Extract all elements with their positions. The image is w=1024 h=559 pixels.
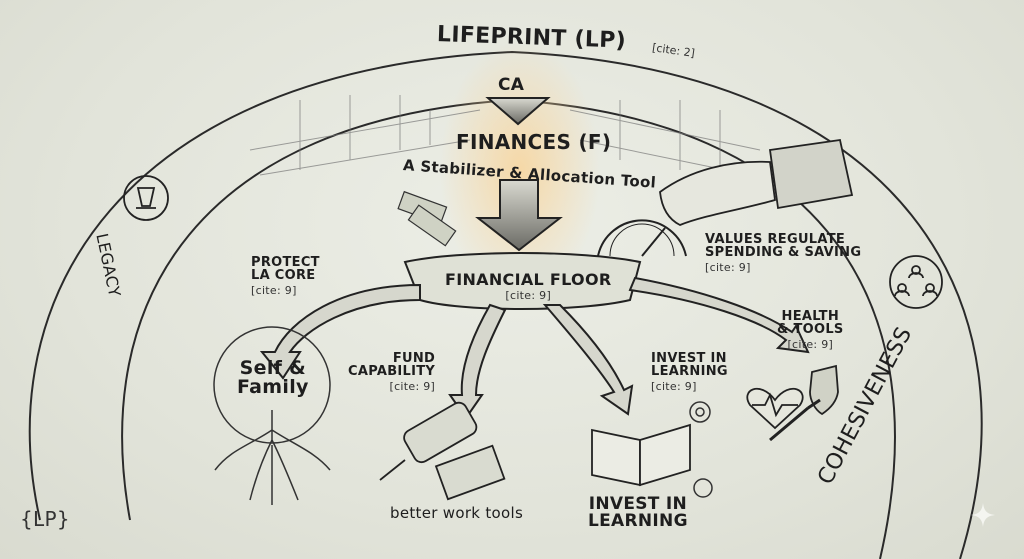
finance-down-arrow [475,179,563,252]
target-line1: INVEST IN [588,494,688,514]
target-line1: Self & [239,357,307,379]
branch-fund-capability: FUND CAPABILITY [cite: 9] [348,352,435,392]
arrow-invest-learning [542,304,634,416]
branch-label-line2: LA CORE [251,268,316,284]
arrow-health-tools [628,276,810,354]
branch-label-line1: PROTECT [251,255,320,270]
branch-health-tools: HEALTH & TOOLS [cite: 9] [777,310,844,350]
screwdriver-icon [769,398,821,442]
trophy-icon [123,175,169,221]
gauge-icon [597,219,687,257]
hand-icon [659,138,854,226]
source-label: CA [498,75,525,95]
branch-protect-core: PROTECT LA CORE [cite: 9] [251,256,320,296]
gear-icon [689,401,713,498]
people-network-icon [889,255,943,309]
branch-label-line1: HEALTH [781,309,840,324]
values-line2: SPENDING & SAVING [705,245,862,261]
self-family-label: Self & Family [237,357,309,399]
floor-cite: [cite: 9] [505,289,552,303]
floor-title: FINANCIAL FLOOR [445,270,612,289]
invest-learning-target: INVEST IN LEARNING [588,494,688,532]
drill-icon [379,401,506,501]
center-glow [440,40,600,300]
branch-label-line2: & TOOLS [777,322,844,338]
branch-cite: [cite: 9] [651,379,697,393]
money-icon [397,190,457,247]
target-line2: Family [237,376,309,399]
financial-floor-label: FINANCIAL FLOOR [cite: 9] [445,270,612,303]
branch-label-line2: CAPABILITY [348,364,436,380]
values-note: VALUES REGULATE SPENDING & SAVING [cite:… [705,233,861,273]
better-work-tools-label: better work tools [390,504,524,522]
book-icon [591,423,691,487]
branch-label-line2: LEARNING [651,364,728,380]
sparkle-icon [971,503,995,527]
roots-tree-icon [213,326,331,505]
branch-cite: [cite: 9] [389,379,436,393]
branch-label-line1: INVEST IN [651,351,727,366]
arrow-fund-capability [448,303,507,420]
lp-logo: {LP} [20,507,70,531]
branch-label-line1: FUND [392,351,436,366]
branch-cite: [cite: 9] [251,283,297,297]
ca-arrow [485,97,551,126]
city-sketch [249,95,761,176]
values-cite: [cite: 9] [705,260,751,274]
heart-icon [746,388,804,430]
target-line2: LEARNING [588,511,688,532]
values-line1: VALUES REGULATE [705,232,846,247]
finances-title: FINANCES (F) [456,130,612,154]
branch-invest-learning: INVEST IN LEARNING [cite: 9] [651,352,728,392]
branch-cite: [cite: 9] [787,337,834,351]
shield-icon [809,364,839,416]
